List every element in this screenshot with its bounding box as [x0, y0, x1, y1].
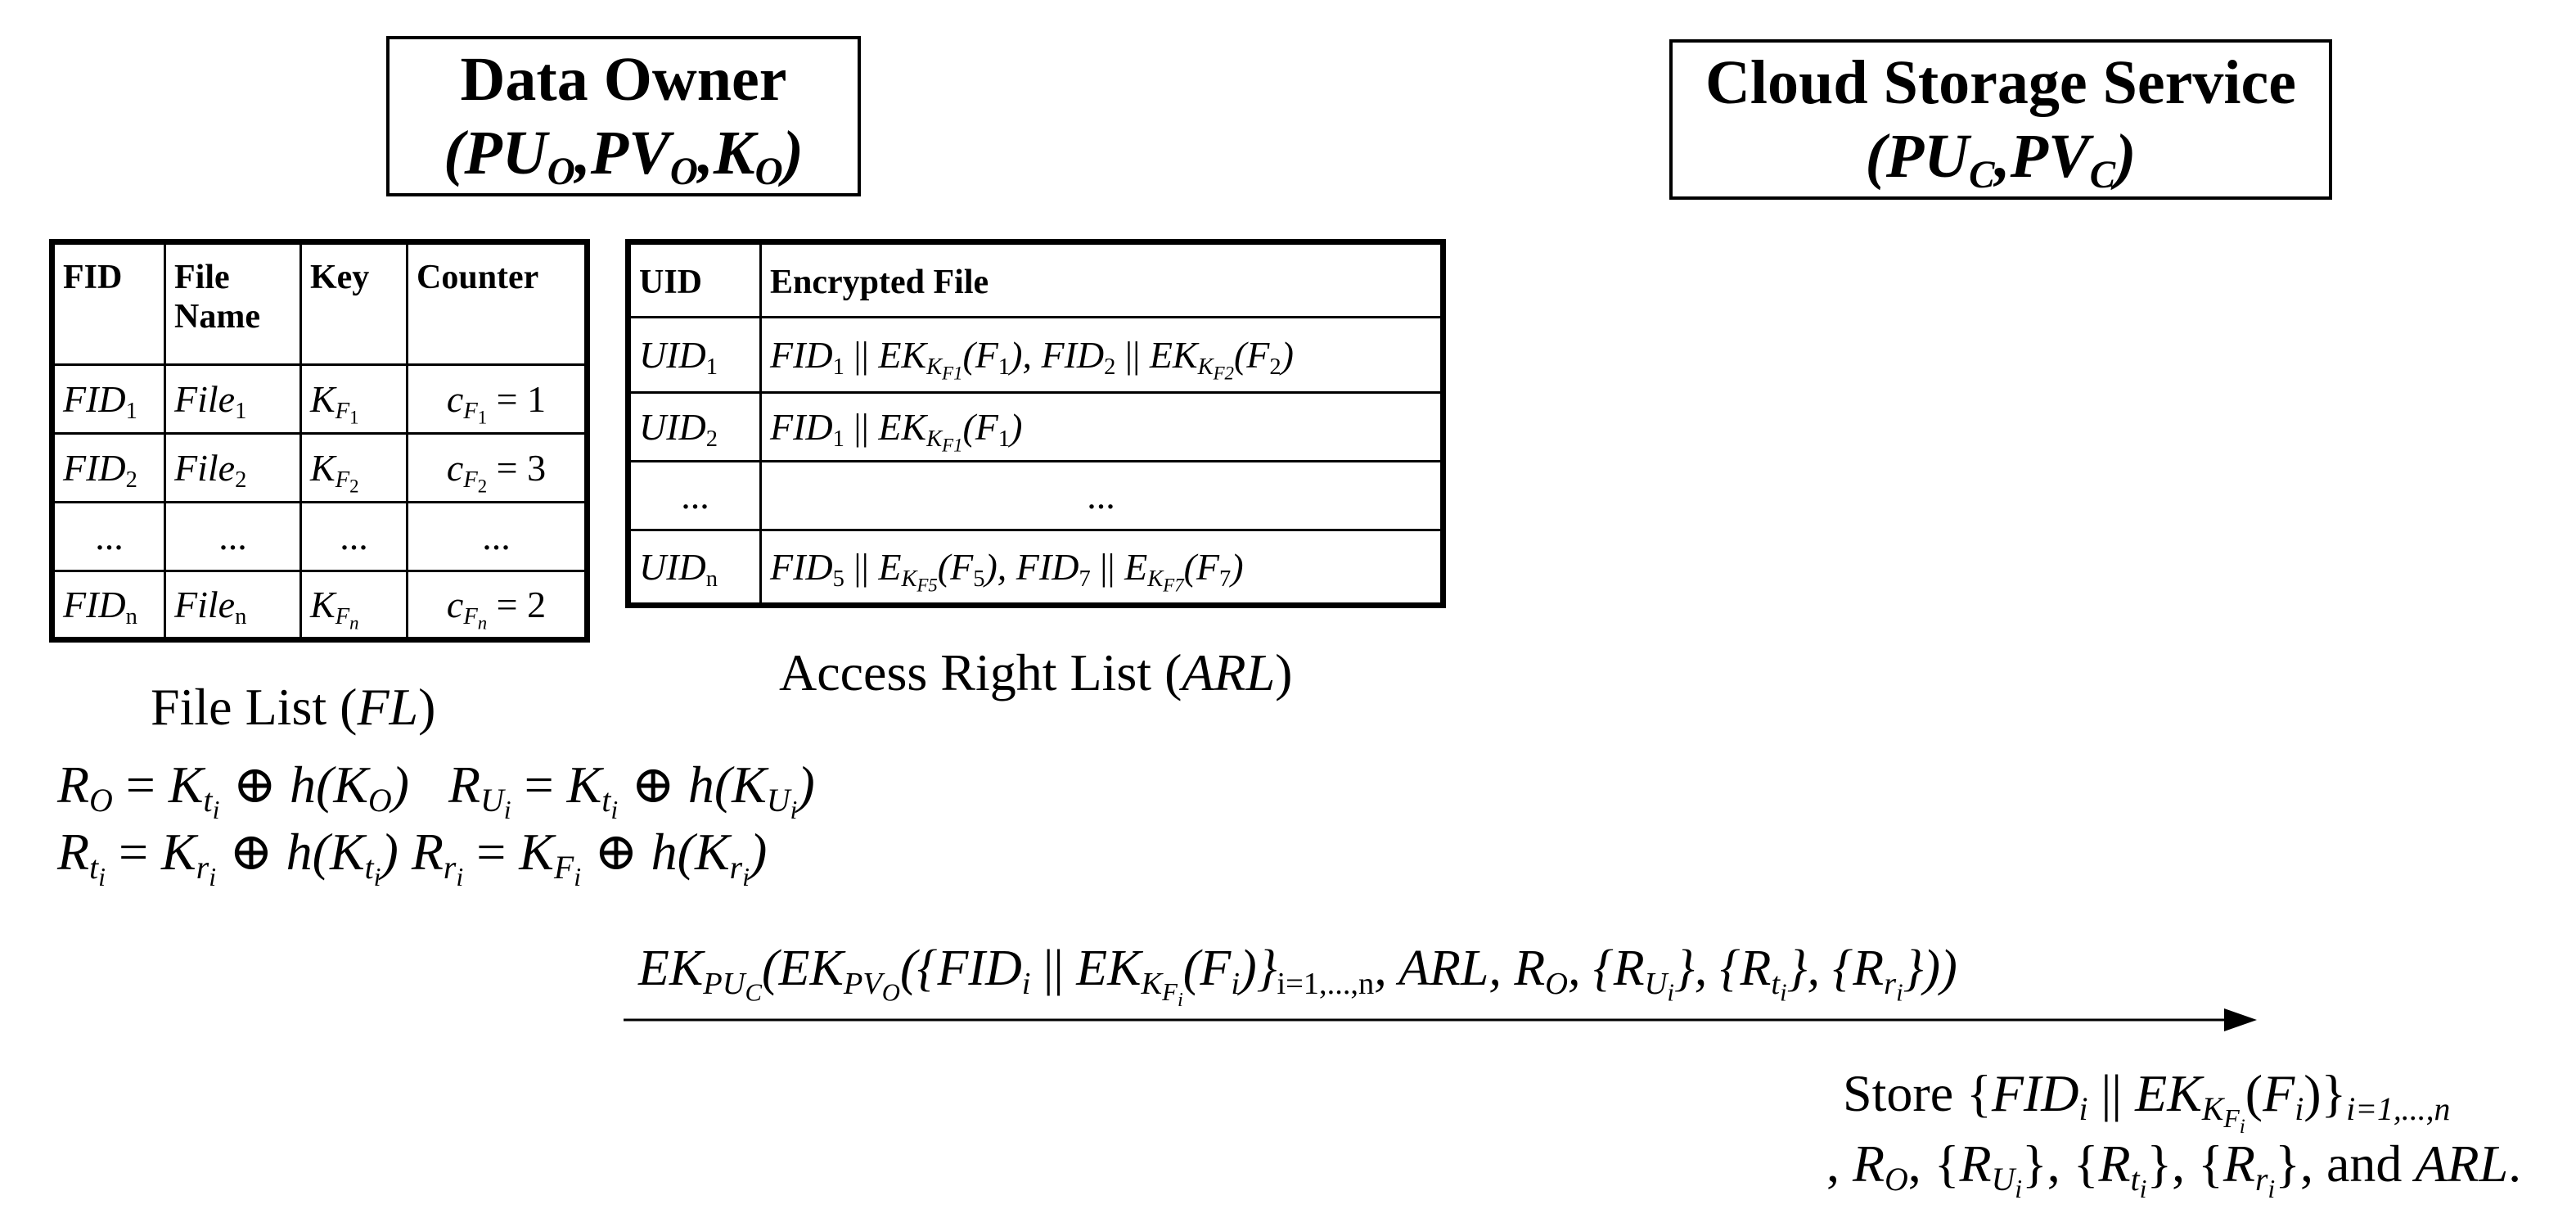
file-list-table: FID File Name Key Counter FID1 File1 KF1…	[49, 239, 590, 643]
fid-cell: FID2	[51, 432, 166, 503]
ellipsis-cell: ...	[164, 501, 302, 572]
header-encrypted-file: Encrypted File	[759, 241, 1444, 318]
data-owner-box: Data Owner (PUO,PVO,KO)	[386, 36, 861, 196]
data-owner-name: Data Owner	[460, 45, 787, 114]
uid-cell: UIDn	[627, 529, 762, 607]
fid-cell: FIDn	[51, 570, 166, 641]
access-right-list-table: UID Encrypted File UID1 FID1 || EKKF1(F1…	[625, 239, 1446, 608]
table-row: UID1 FID1 || EKKF1(F1), FID2 || EKKF2(F2…	[627, 316, 1444, 394]
ellipsis-cell: ...	[299, 501, 408, 572]
ellipsis-cell: ...	[627, 460, 762, 531]
table-row: FID1 File1 KF1 cF1 = 1	[51, 363, 588, 435]
encrypted-file-cell: FID1 || EKKF1(F1)	[759, 391, 1444, 462]
key-cell: KF2	[299, 432, 408, 503]
store-note-line-1: Store {FIDi || EKKFi(Fi)}i=1,...,n	[1843, 1064, 2451, 1139]
data-owner-keys: (PUO,PVO,KO)	[444, 119, 804, 194]
equation-line-1: RO = Kti ⊕ h(KO) RUi = Kti ⊕ h(KUi)	[57, 756, 815, 824]
table-row: FID2 File2 KF2 cF2 = 3	[51, 432, 588, 503]
table-row: UIDn FID5 || EKF5(F5), FID7 || EKF7(F7)	[627, 529, 1444, 607]
uid-cell: UID1	[627, 316, 762, 394]
counter-cell: cF1 = 1	[406, 363, 588, 435]
file-list-caption: File List (FL)	[151, 678, 436, 736]
ellipsis-cell: ...	[759, 460, 1444, 531]
header-counter: Counter	[406, 241, 588, 366]
encrypted-file-cell: FID5 || EKF5(F5), FID7 || EKF7(F7)	[759, 529, 1444, 607]
file-name-cell: File2	[164, 432, 302, 503]
store-note-line-2: , RO, {RUi}, {Rti}, {Rri}, and ARL.	[1826, 1135, 2522, 1203]
header-uid: UID	[627, 241, 762, 318]
key-cell: KF1	[299, 363, 408, 435]
counter-cell: cF2 = 3	[406, 432, 588, 503]
ellipsis-cell: ...	[406, 501, 588, 572]
file-name-cell: Filen	[164, 570, 302, 641]
message-label: EKPUC(EKPVO({FIDi || EKKFi(Fi)}i=1,...,n…	[638, 941, 1957, 1012]
cloud-storage-keys: (PUC,PVC)	[1865, 122, 2137, 197]
table-row: ... ...	[627, 460, 1444, 531]
encrypted-file-cell: FID1 || EKKF1(F1), FID2 || EKKF2(F2)	[759, 316, 1444, 394]
header-file-name: File Name	[164, 241, 302, 366]
equation-line-2: Rti = Kri ⊕ h(Kti) Rri = KFi ⊕ h(Kri)	[57, 823, 768, 891]
table-row: ... ... ... ...	[51, 501, 588, 572]
cloud-storage-name: Cloud Storage Service	[1705, 48, 2296, 117]
counter-cell: cFn = 2	[406, 570, 588, 641]
table-row: FIDn Filen KFn cFn = 2	[51, 570, 588, 641]
file-name-cell: File1	[164, 363, 302, 435]
table-header-row: FID File Name Key Counter	[51, 241, 588, 366]
message-arrow	[624, 1008, 2257, 1031]
header-key: Key	[299, 241, 408, 366]
header-fid: FID	[51, 241, 166, 366]
fid-cell: FID1	[51, 363, 166, 435]
table-header-row: UID Encrypted File	[627, 241, 1444, 318]
access-right-list-caption: Access Right List (ARL)	[779, 643, 1293, 701]
uid-cell: UID2	[627, 391, 762, 462]
cloud-storage-box: Cloud Storage Service (PUC,PVC)	[1669, 39, 2332, 200]
ellipsis-cell: ...	[51, 501, 166, 572]
table-row: UID2 FID1 || EKKF1(F1)	[627, 391, 1444, 462]
key-cell: KFn	[299, 570, 408, 641]
